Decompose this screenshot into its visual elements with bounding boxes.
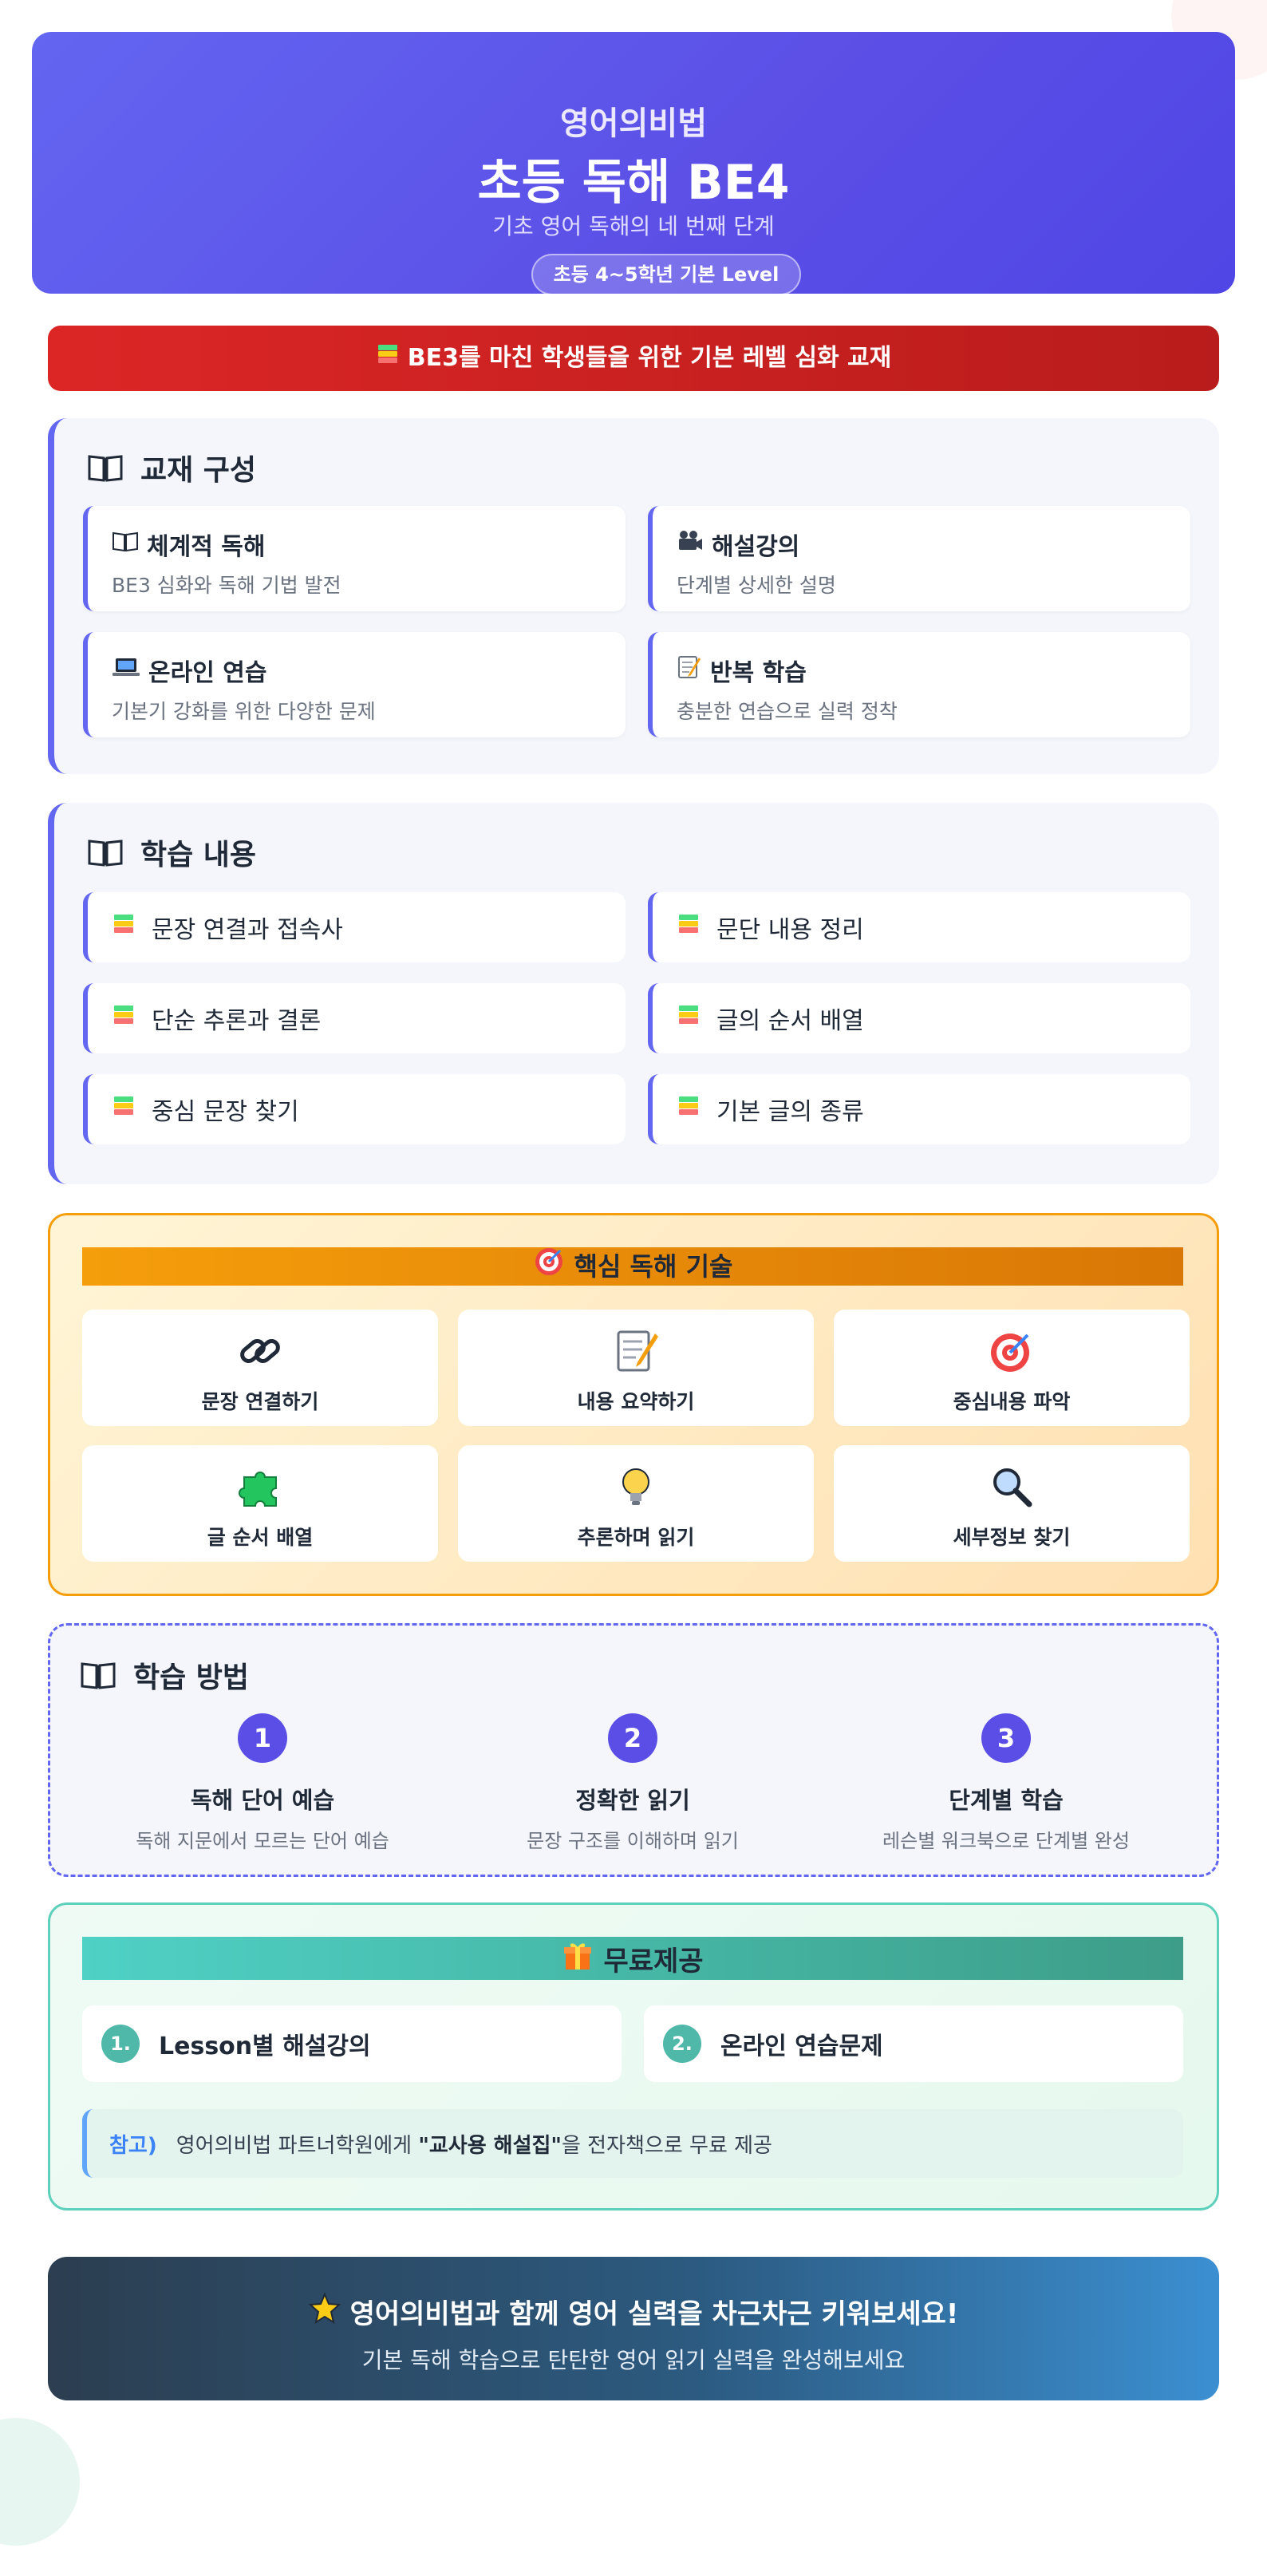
book-icon bbox=[112, 530, 139, 559]
target-banner: BE3를 마친 학생들을 위한 기본 레벨 심화 교재 bbox=[48, 326, 1219, 391]
level-badge: 초등 4~5학년 기본 Level bbox=[531, 254, 801, 295]
content-item: 문단 내용 정리 bbox=[648, 892, 1190, 962]
books-icon bbox=[112, 1094, 136, 1124]
link-icon bbox=[236, 1327, 284, 1375]
step-number: 3 bbox=[981, 1713, 1031, 1763]
brand-name: 영어의비법 bbox=[560, 105, 707, 142]
learning-content-section: 학습 내용 문장 연결과 접속사 문단 내용 정리 단순 추론과 결론 글의 순… bbox=[48, 803, 1219, 1184]
free-offer-section: 무료제공 1. Lesson별 해설강의 2. 온라인 연습문제 참고) 영어의… bbox=[48, 1902, 1219, 2211]
note-text: 영어의비법 파트너학원에게 "교사용 해설집"을 전자책으로 무료 제공 bbox=[176, 2133, 772, 2158]
books-icon bbox=[677, 1094, 701, 1124]
note-label: 참고) bbox=[109, 2133, 157, 2158]
composition-card-online: 온라인 연습 기본기 강화를 위한 다양한 문제 bbox=[83, 632, 626, 737]
books-icon bbox=[376, 326, 400, 392]
magnifier-icon bbox=[988, 1463, 1036, 1511]
skill-card: 문장 연결하기 bbox=[82, 1310, 438, 1426]
free-item: 2. 온라인 연습문제 bbox=[644, 2005, 1183, 2082]
video-camera-icon bbox=[677, 529, 704, 559]
core-skills-title: 핵심 독해 기술 bbox=[82, 1247, 1183, 1286]
banner-text: BE3를 마친 학생들을 위한 기본 레벨 심화 교재 bbox=[407, 344, 892, 372]
open-book-icon bbox=[79, 1659, 117, 1691]
open-book-icon bbox=[86, 452, 124, 484]
skill-card: 내용 요약하기 bbox=[458, 1310, 814, 1426]
footer-cta: 영어의비법과 함께 영어 실력을 차근차근 키워보세요! 기본 독해 학습으로 … bbox=[48, 2257, 1219, 2400]
core-skills-section: 핵심 독해 기술 문장 연결하기 내용 요약하기 중심내용 파악 글 순서 배열… bbox=[48, 1213, 1219, 1596]
memo-icon bbox=[612, 1327, 660, 1375]
books-icon bbox=[677, 912, 701, 942]
open-book-icon bbox=[86, 836, 124, 868]
reference-note: 참고) 영어의비법 파트너학원에게 "교사용 해설집"을 전자책으로 무료 제공 bbox=[82, 2109, 1183, 2178]
item-number: 1. bbox=[101, 2025, 140, 2063]
skill-card: 세부정보 찾기 bbox=[834, 1445, 1190, 1562]
step-number: 1 bbox=[238, 1713, 287, 1763]
content-item: 문장 연결과 접속사 bbox=[83, 892, 626, 962]
method-step: 3 단계별 학습 레슨별 워크북으로 단계별 완성 bbox=[831, 1713, 1182, 1853]
footer-subtitle: 기본 독해 학습으로 탄탄한 영어 읽기 실력을 완성해보세요 bbox=[361, 2347, 906, 2373]
content-item: 중심 문장 찾기 bbox=[83, 1074, 626, 1144]
content-item: 단순 추론과 결론 bbox=[83, 983, 626, 1053]
composition-section: 교재 구성 체계적 독해 BE3 심화와 독해 기법 발전 해설강의 단계별 상… bbox=[48, 418, 1219, 774]
decorative-circle-bottom bbox=[0, 2418, 80, 2546]
target-icon bbox=[533, 1246, 565, 1288]
study-method-title: 학습 방법 bbox=[79, 1654, 249, 1696]
laptop-icon bbox=[112, 656, 140, 685]
gift-icon bbox=[562, 1939, 594, 1978]
star-icon bbox=[308, 2292, 341, 2331]
books-icon bbox=[112, 1003, 136, 1033]
content-item: 글의 순서 배열 bbox=[648, 983, 1190, 1053]
content-item: 기본 글의 종류 bbox=[648, 1074, 1190, 1144]
composition-card-lecture: 해설강의 단계별 상세한 설명 bbox=[648, 506, 1190, 611]
lightbulb-icon bbox=[612, 1463, 660, 1511]
item-number: 2. bbox=[663, 2025, 701, 2063]
free-offer-title: 무료제공 bbox=[82, 1937, 1183, 1980]
target-icon bbox=[988, 1327, 1036, 1375]
footer-title: 영어의비법과 함께 영어 실력을 차근차근 키워보세요! bbox=[48, 2292, 1219, 2331]
composition-card-systematic: 체계적 독해 BE3 심화와 독해 기법 발전 bbox=[83, 506, 626, 611]
free-item: 1. Lesson별 해설강의 bbox=[82, 2005, 622, 2082]
composition-card-repeat: 반복 학습 충분한 연습으로 실력 정착 bbox=[648, 632, 1190, 737]
skill-card: 추론하며 읽기 bbox=[458, 1445, 814, 1562]
skill-card: 글 순서 배열 bbox=[82, 1445, 438, 1562]
skill-card: 중심내용 파악 bbox=[834, 1310, 1190, 1426]
books-icon bbox=[112, 912, 136, 942]
puzzle-icon bbox=[236, 1463, 284, 1511]
page-subtitle: 기초 영어 독해의 네 번째 단계 bbox=[492, 213, 775, 239]
method-step: 1 독해 단어 예습 독해 지문에서 모르는 단어 예습 bbox=[87, 1713, 438, 1853]
books-icon bbox=[677, 1003, 701, 1033]
memo-icon bbox=[677, 654, 702, 686]
method-step: 2 정확한 읽기 문장 구조를 이해하며 읽기 bbox=[457, 1713, 808, 1853]
hero-header: 영어의비법 초등 독해 BE4 기초 영어 독해의 네 번째 단계 초등 4~5… bbox=[32, 32, 1235, 295]
learning-content-title: 학습 내용 bbox=[86, 832, 256, 873]
page-title: 초등 독해 BE4 bbox=[477, 155, 790, 211]
composition-title: 교재 구성 bbox=[86, 447, 256, 488]
study-method-section: 학습 방법 1 독해 단어 예습 독해 지문에서 모르는 단어 예습 2 정확한… bbox=[48, 1623, 1219, 1877]
step-number: 2 bbox=[608, 1713, 657, 1763]
